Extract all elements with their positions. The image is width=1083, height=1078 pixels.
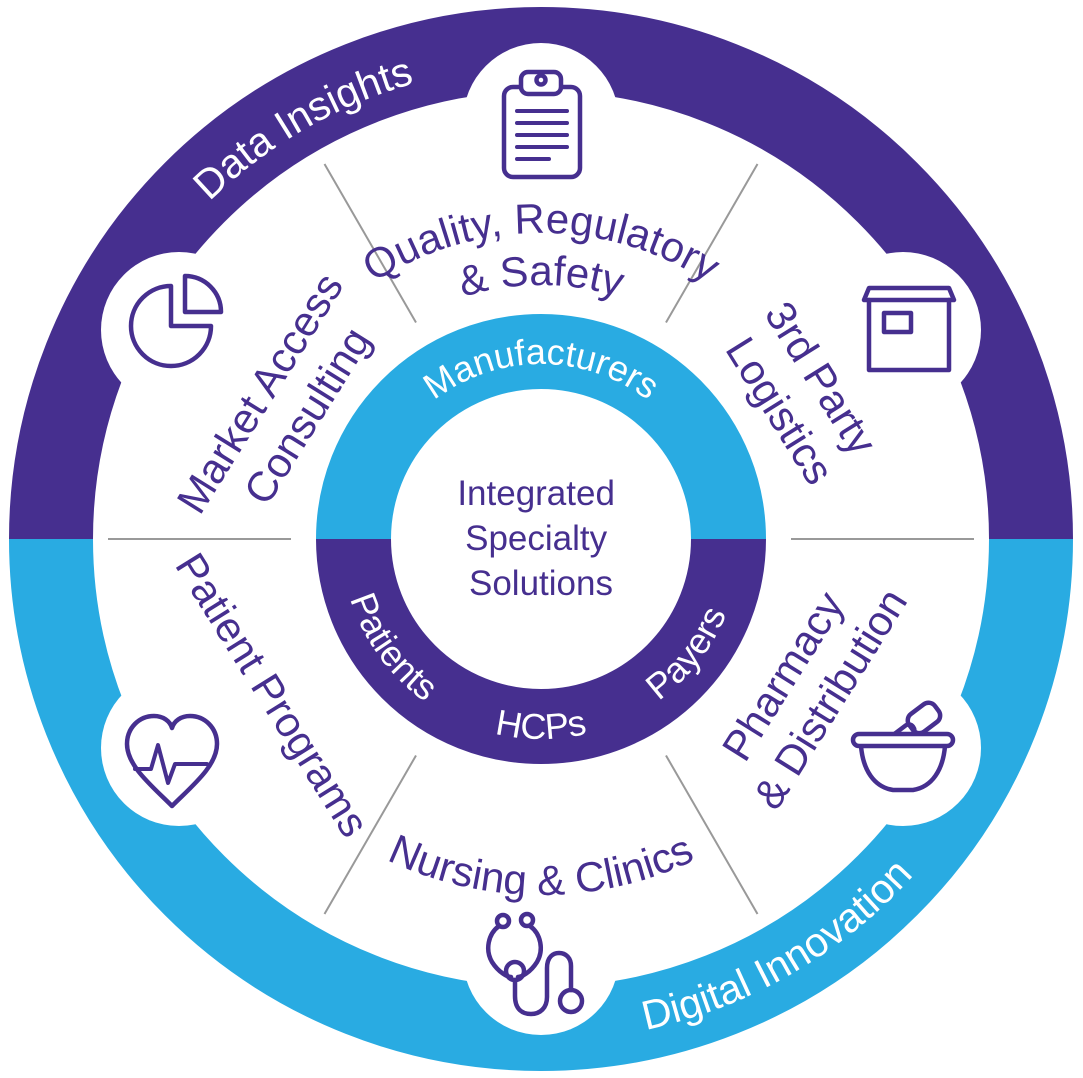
mortar-pestle-icon bbox=[850, 700, 956, 793]
pie-chart-icon bbox=[128, 273, 224, 369]
stethoscope-icon bbox=[485, 911, 585, 1017]
divider-upper-left bbox=[323, 163, 417, 323]
package-box-icon bbox=[861, 285, 957, 373]
divider-upper-right bbox=[665, 163, 759, 323]
clipboard-icon bbox=[501, 69, 583, 180]
segment-divider-lines bbox=[108, 163, 974, 915]
notch-lower-left bbox=[101, 670, 257, 826]
inner-ring-top-half bbox=[316, 314, 766, 540]
center-title-line-1: Integrated bbox=[457, 474, 615, 513]
divider-lower-left bbox=[323, 755, 417, 915]
inner-ring-bottom-half bbox=[316, 538, 766, 764]
notch-upper-left bbox=[101, 252, 257, 408]
heart-pulse-icon bbox=[124, 713, 220, 809]
center-title-line-3: Solutions bbox=[469, 564, 613, 603]
divider-lower-right bbox=[665, 755, 759, 915]
center-title: Integrated Specialty Solutions bbox=[457, 474, 624, 603]
center-title-line-2: Specialty bbox=[465, 519, 608, 558]
inner-ring-label-hcps: HCPs bbox=[493, 701, 589, 747]
